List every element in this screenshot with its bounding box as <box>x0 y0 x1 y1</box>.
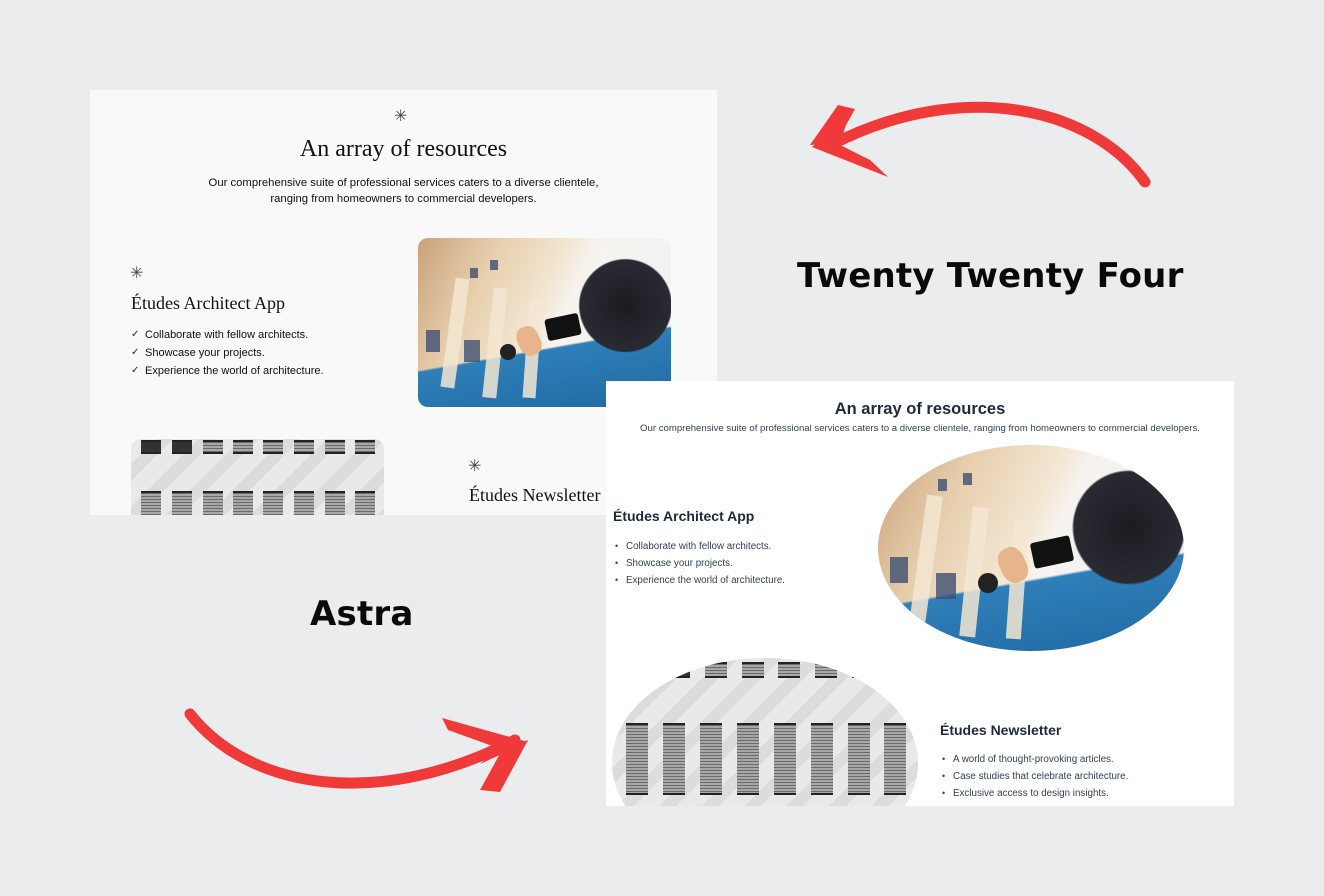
architect-app-image <box>418 238 671 407</box>
arrow-left-icon <box>810 101 1151 188</box>
list-item: ✓Experience the world of architecture. <box>131 362 324 380</box>
bullet-icon: • <box>942 771 946 781</box>
list-item: •Collaborate with fellow architects. <box>615 538 785 555</box>
newsletter-image <box>612 658 918 806</box>
section-intro: Our comprehensive suite of professional … <box>90 175 717 207</box>
checkmark-icon: ✓ <box>131 347 140 358</box>
twenty-twenty-four-label: Twenty Twenty Four <box>797 256 1184 296</box>
list-item: •Experience the world of architecture. <box>615 572 785 589</box>
newsletter-heading: Études Newsletter <box>940 722 1062 738</box>
bullet-icon: • <box>615 558 619 568</box>
twenty-twenty-four-screenshot: ✳ An array of resources Our comprehensiv… <box>90 90 717 515</box>
architect-app-heading: Études Architect App <box>131 293 285 313</box>
list-item: •Case studies that celebrate architectur… <box>942 768 1128 785</box>
section-intro: Our comprehensive suite of professional … <box>640 423 1200 434</box>
list-item: •Exclusive access to design insights. <box>942 785 1128 802</box>
arrow-right-icon <box>184 708 528 792</box>
astra-screenshot: An array of resources Our comprehensive … <box>606 381 1234 806</box>
bullet-icon: • <box>615 575 619 585</box>
list-item: •A world of thought-provoking articles. <box>942 751 1128 768</box>
checkmark-icon: ✓ <box>131 365 140 376</box>
list-item: ✓Showcase your projects. <box>131 344 324 362</box>
newsletter-features: •A world of thought-provoking articles. … <box>942 751 1128 802</box>
asterisk-icon: ✳ <box>468 456 482 475</box>
section-title: An array of resources <box>299 136 508 162</box>
list-item: ✓Collaborate with fellow architects. <box>131 326 324 344</box>
architect-app-features: •Collaborate with fellow architects. •Sh… <box>615 538 785 589</box>
section-title: An array of resources <box>834 400 1006 418</box>
architect-app-image <box>878 445 1184 651</box>
bullet-icon: • <box>615 541 619 551</box>
astra-label: Astra <box>310 594 414 634</box>
intro-line-2: ranging from homeowners to commercial de… <box>270 193 537 205</box>
architect-app-heading: Études Architect App <box>613 508 755 524</box>
asterisk-icon: ✳ <box>394 106 408 125</box>
newsletter-image <box>131 439 384 515</box>
bullet-icon: • <box>942 754 946 764</box>
bullet-icon: • <box>942 788 946 798</box>
intro-line-1: Our comprehensive suite of professional … <box>208 177 599 189</box>
list-item: •Showcase your projects. <box>615 555 785 572</box>
checkmark-icon: ✓ <box>131 329 140 340</box>
newsletter-heading: Études Newsletter <box>469 485 601 505</box>
architect-app-features: ✓Collaborate with fellow architects. ✓Sh… <box>131 326 324 380</box>
asterisk-icon: ✳ <box>130 263 144 282</box>
